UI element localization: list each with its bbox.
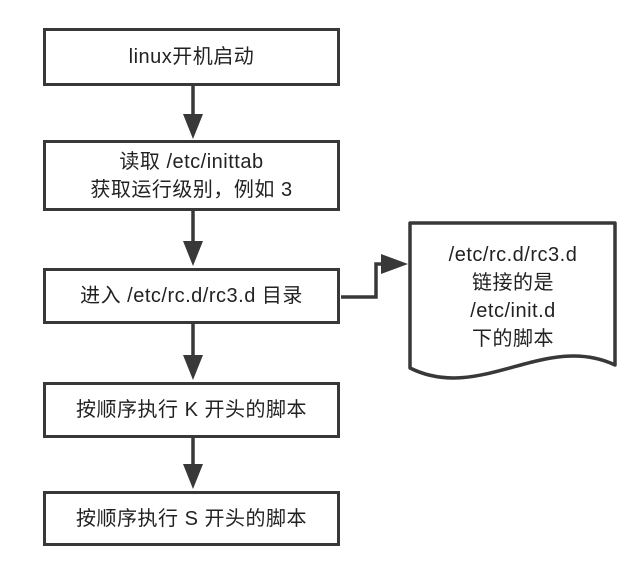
box-enter-rc3d-label: 进入 /etc/rc.d/rc3.d 目录 (80, 285, 303, 307)
document-shape (408, 221, 617, 380)
box-read-inittab-line2: 获取运行级别，例如 3 (90, 178, 293, 201)
document-note-line3: /etc/init.d (470, 300, 556, 322)
elbow-arrow-to-document (341, 254, 408, 299)
document-note-line4: 下的脚本 (472, 328, 554, 350)
document-note-line1: /etc/rc.d/rc3.d (448, 244, 578, 266)
box-enter-rc3d: 进入 /etc/rc.d/rc3.d 目录 (43, 268, 340, 324)
box-read-inittab: 读取 /etc/inittab 获取运行级别，例如 3 (43, 140, 340, 211)
down-arrow-4 (183, 438, 203, 489)
down-arrow-3 (183, 324, 203, 380)
box-run-s-scripts: 按顺序执行 S 开头的脚本 (43, 491, 340, 546)
box-linux-boot: linux开机启动 (43, 28, 340, 86)
box-linux-boot-label: linux开机启动 (128, 46, 255, 68)
document-note-line2: 链接的是 (472, 272, 554, 294)
box-run-k-scripts: 按顺序执行 K 开头的脚本 (43, 382, 340, 438)
box-run-k-scripts-label: 按顺序执行 K 开头的脚本 (76, 399, 307, 421)
down-arrow-2 (183, 211, 203, 266)
box-read-inittab-line1: 读取 /etc/inittab (119, 150, 264, 173)
document-note: /etc/rc.d/rc3.d 链接的是 /etc/init.d 下的脚本 (412, 241, 614, 353)
box-run-s-scripts-label: 按顺序执行 S 开头的脚本 (76, 507, 307, 530)
down-arrow-1 (183, 86, 203, 139)
